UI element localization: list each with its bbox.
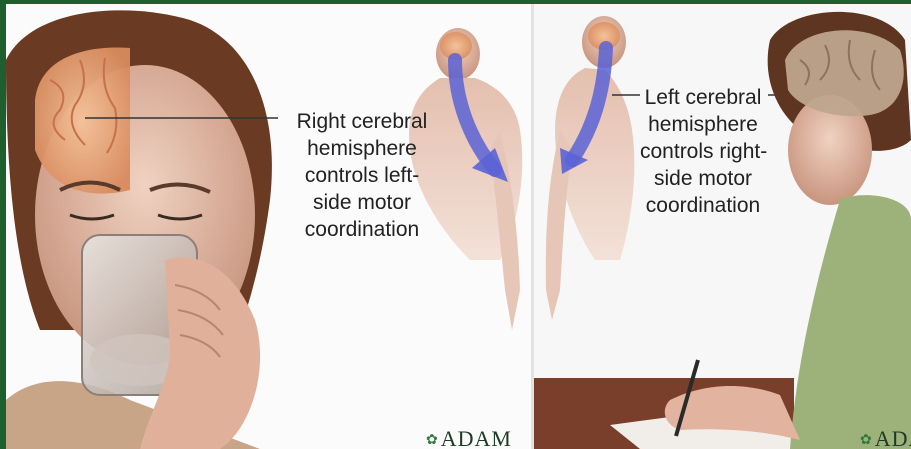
- caption-line: side motor: [282, 189, 442, 216]
- caption-line: coordination: [282, 216, 442, 243]
- adam-logo-left: ✿ADAM: [426, 426, 512, 449]
- caption-line: coordination: [640, 192, 766, 219]
- leaf-icon: ✿: [426, 433, 439, 448]
- caption-line: controls left-: [282, 162, 442, 189]
- caption-right-hemisphere: Right cerebral hemisphere controls left-…: [282, 108, 442, 243]
- caption-line: hemisphere: [282, 135, 442, 162]
- caption-line: hemisphere: [640, 111, 766, 138]
- caption-line: side motor: [640, 165, 766, 192]
- caption-line: Left cerebral: [640, 84, 766, 111]
- adam-logo-right: ✿ADAM: [860, 426, 911, 449]
- caption-line: Right cerebral: [282, 108, 442, 135]
- brain-overlay-right: [785, 30, 904, 116]
- leaf-icon: ✿: [860, 433, 873, 448]
- caption-left-hemisphere: Left cerebral hemisphere controls right-…: [640, 84, 766, 219]
- caption-line: controls right-: [640, 138, 766, 165]
